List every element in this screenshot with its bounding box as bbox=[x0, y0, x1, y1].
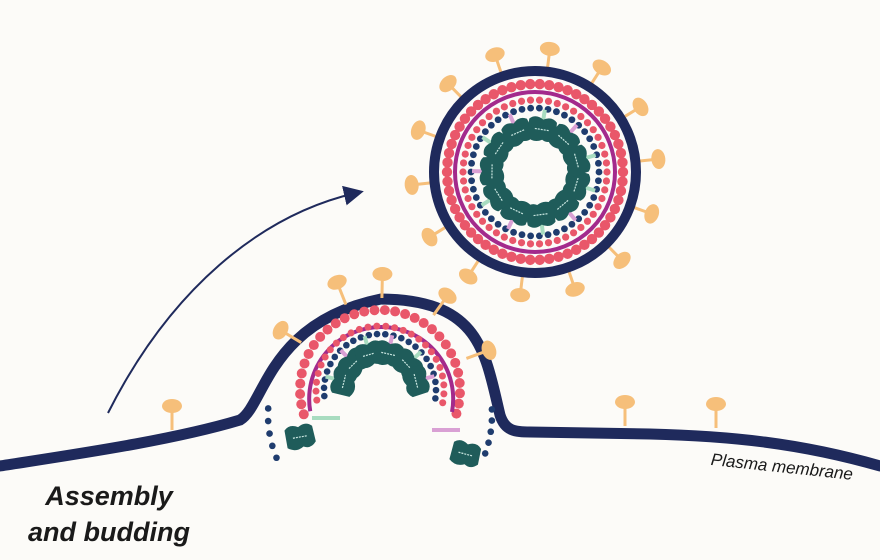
nucleocapsid-protein-icon bbox=[449, 440, 482, 468]
plasma-membrane bbox=[0, 293, 880, 472]
virion-matrix bbox=[467, 104, 603, 240]
spike-protein-icon bbox=[706, 397, 726, 428]
bud-matrix-right bbox=[481, 406, 496, 457]
membrane-spikes bbox=[162, 395, 726, 430]
bud-matrix-left bbox=[264, 405, 280, 462]
virion-outer-lipid bbox=[441, 78, 629, 266]
spike-protein-icon bbox=[439, 75, 466, 102]
assembly-label-line1: Assembly bbox=[45, 481, 173, 511]
spike-protein-icon bbox=[327, 274, 348, 306]
nucleocapsid-protein-icon bbox=[284, 423, 316, 451]
spike-protein-icon bbox=[615, 395, 635, 426]
spike-protein-icon bbox=[587, 59, 612, 89]
assembly-and-budding-label: Assembly and budding bbox=[4, 478, 214, 550]
virion-inner-lipid bbox=[459, 96, 611, 248]
spike-protein-icon bbox=[162, 399, 182, 430]
virion-inner-layer bbox=[453, 90, 617, 254]
nucleocapsid-protein-icon bbox=[562, 144, 591, 177]
budding-virion bbox=[264, 267, 497, 468]
bud-inner-lipid bbox=[312, 322, 448, 407]
spike-protein-icon bbox=[272, 320, 302, 344]
spike-protein-icon bbox=[372, 267, 393, 299]
spike-protein-icon bbox=[465, 340, 497, 360]
nucleocapsid-protein-icon bbox=[546, 188, 580, 221]
mature-virion bbox=[404, 41, 666, 303]
spike-protein-icon bbox=[458, 255, 483, 285]
nucleocapsid-protein-icon bbox=[483, 178, 514, 212]
arrow-icon bbox=[107, 185, 364, 414]
spike-protein-icon bbox=[604, 242, 631, 269]
assembly-label-line2: and budding bbox=[28, 517, 190, 547]
spike-protein-icon bbox=[432, 287, 457, 317]
bud-inner-layer bbox=[307, 325, 456, 413]
nucleocapsid-protein-icon bbox=[501, 117, 535, 148]
nucleocapsid-protein-icon bbox=[402, 365, 430, 398]
bud-outer-lipid bbox=[295, 305, 465, 420]
